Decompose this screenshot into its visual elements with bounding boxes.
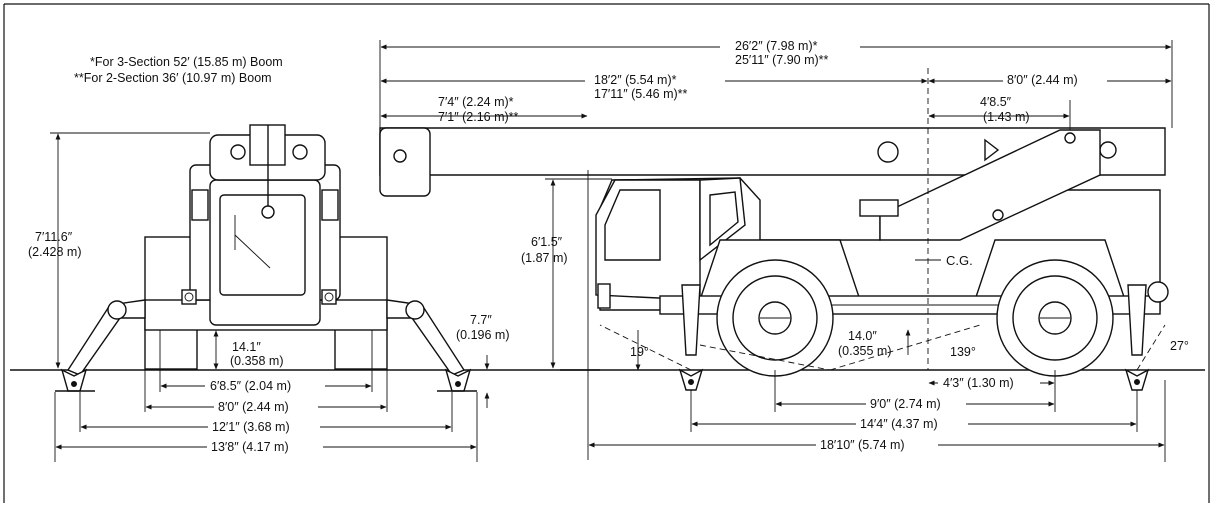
side-overall-length-1: 26′2″ (7.98 m)* bbox=[735, 39, 818, 53]
side-outrigger-length: 18′10″ (5.74 m) bbox=[820, 438, 905, 452]
breakover-angle: 139° bbox=[950, 345, 976, 359]
side-boom-overhang-2: 7′1″ (2.16 m)** bbox=[438, 110, 519, 124]
side-cg-rear-axle: 4′3″ (1.30 m) bbox=[943, 376, 1014, 390]
front-height-ft: 7′11.6″ bbox=[35, 230, 73, 244]
cg-label: C.G. bbox=[946, 253, 973, 268]
side-cab-height-ft: 6′1.5″ bbox=[531, 235, 563, 249]
pad-clearance-m: (0.196 m) bbox=[456, 328, 510, 342]
departure-angle: 27° bbox=[1170, 339, 1189, 353]
front-clearance-in: 14.1″ bbox=[232, 340, 261, 354]
side-wheelbase: 9′0″ (2.74 m) bbox=[870, 397, 941, 411]
side-boom-overhang-1: 7′4″ (2.24 m)* bbox=[438, 95, 514, 109]
side-boom-pivot-ft: 4′8.5″ bbox=[980, 95, 1012, 109]
front-view bbox=[10, 124, 600, 392]
front-outrigger-outer: 13′8″ (4.17 m) bbox=[211, 440, 289, 454]
side-boom-pivot-m: (1.43 m) bbox=[983, 110, 1030, 124]
front-height-m: (2.428 m) bbox=[28, 245, 82, 259]
drawing-frame bbox=[3, 3, 1210, 503]
side-front-cg-1: 18′2″ (5.54 m)* bbox=[594, 73, 677, 87]
side-overall-length-2: 25′11″ (7.90 m)** bbox=[735, 53, 829, 67]
side-outrigger-spread: 14′4″ (4.37 m) bbox=[860, 417, 938, 431]
side-front-cg-2: 17′11″ (5.46 m)** bbox=[594, 87, 688, 101]
side-dimensions: 26′2″ (7.98 m)* 25′11″ (7.90 m)** 18′2″ … bbox=[379, 38, 1189, 462]
pad-clearance-in: 7.7″ bbox=[470, 313, 492, 327]
note-three-section: *For 3-Section 52′ (15.85 m) Boom bbox=[90, 55, 283, 69]
side-view bbox=[379, 68, 1205, 391]
front-outrigger-inner: 12′1″ (3.68 m) bbox=[212, 420, 290, 434]
front-track: 6′8.5″ (2.04 m) bbox=[210, 379, 291, 393]
side-clearance-m: (0.355 m) bbox=[838, 344, 892, 358]
note-two-section: **For 2-Section 36′ (10.97 m) Boom bbox=[74, 71, 272, 85]
side-clearance-in: 14.0″ bbox=[848, 329, 877, 343]
approach-angle: 19° bbox=[630, 345, 649, 359]
side-cg-rear: 8′0″ (2.44 m) bbox=[1007, 73, 1078, 87]
side-cab-height-m: (1.87 m) bbox=[521, 251, 568, 265]
front-dimensions: 7′11.6″ (2.428 m) 14.1″ (0.358 m) 6′8.5″… bbox=[28, 132, 510, 462]
front-width: 8′0″ (2.44 m) bbox=[218, 400, 289, 414]
front-clearance-m: (0.358 m) bbox=[230, 354, 284, 368]
